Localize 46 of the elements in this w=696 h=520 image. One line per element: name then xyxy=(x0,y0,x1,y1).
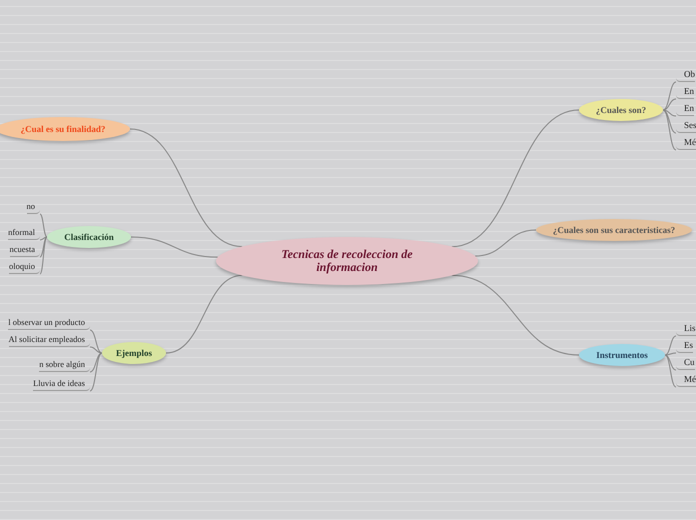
connector-line xyxy=(664,354,676,388)
subtopic-text: no xyxy=(26,200,40,214)
connector-line xyxy=(474,230,536,257)
connector-line xyxy=(166,274,243,354)
connector-line xyxy=(662,98,676,110)
connector-line xyxy=(130,128,243,248)
subtopic-text: n sobre algún xyxy=(39,358,90,372)
subtopic-text: Ob xyxy=(676,68,695,82)
topic-ellipse: Instrumentos xyxy=(579,344,665,366)
connector-line xyxy=(451,274,580,356)
subtopic-text: Lis xyxy=(676,322,696,336)
topic-ellipse: ¿Cuales son sus caracteristicas? xyxy=(536,219,692,241)
subtopic-text: nformal xyxy=(8,226,40,240)
subtopic-text: l observar un producto xyxy=(8,316,90,330)
connector-line xyxy=(662,110,676,150)
subtopic-text: Al solicitar empleados xyxy=(8,333,90,347)
connector-line xyxy=(664,336,676,356)
connector-line xyxy=(451,110,580,248)
topic-ellipse: ¿Cuales son? xyxy=(579,99,663,121)
subtopic-text: Lluvia de ideas xyxy=(33,377,90,391)
subtopic-text: Ses xyxy=(676,119,696,133)
connector-line xyxy=(40,236,48,274)
subtopic-text: En xyxy=(676,102,694,116)
subtopic-text: Mé xyxy=(676,136,696,150)
subtopic-text: ncuesta xyxy=(10,243,40,257)
subtopic-text: Cu xyxy=(676,356,695,370)
connector-line xyxy=(662,110,676,116)
connector-line xyxy=(130,236,218,258)
topic-ellipse: Clasificación xyxy=(47,226,131,248)
connector-line xyxy=(90,352,102,372)
connector-line xyxy=(90,352,102,392)
connector-line xyxy=(662,82,676,110)
central-topic-ellipse: Tecnicas de recoleccion de informacion xyxy=(216,237,478,285)
connector-line xyxy=(662,110,676,134)
subtopic-text: oloquio xyxy=(9,260,40,274)
connector-line xyxy=(90,346,102,354)
connector-line xyxy=(664,352,676,356)
connector-line xyxy=(90,330,102,354)
connector-line xyxy=(40,214,48,238)
subtopic-text: Mé xyxy=(676,373,696,387)
subtopic-text: Es xyxy=(676,339,693,353)
topic-ellipse: ¿Cual es su finalidad? xyxy=(0,117,130,141)
connector-line xyxy=(664,354,676,370)
connector-line xyxy=(40,236,48,258)
topic-ellipse: Ejemplos xyxy=(102,342,166,364)
subtopic-text: En xyxy=(676,85,694,99)
